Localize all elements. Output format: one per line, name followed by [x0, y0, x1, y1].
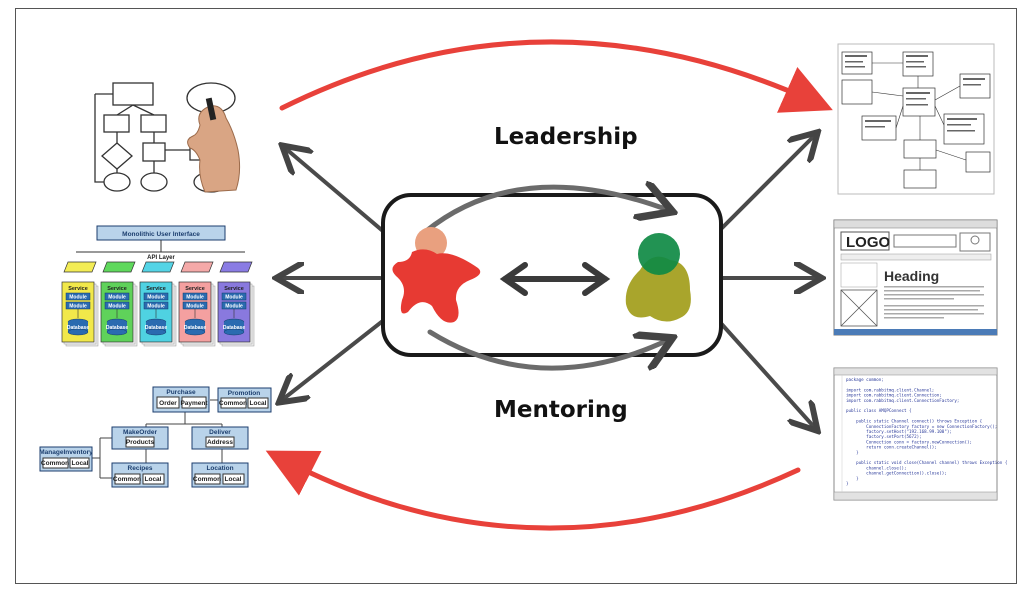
location-common-label: Common: [193, 476, 221, 483]
recipes-common-label: Common: [113, 476, 141, 483]
api-endpoint-5: [219, 261, 253, 273]
code-line: }: [846, 481, 849, 486]
module-label: Module: [69, 295, 87, 301]
database-label: Database: [184, 325, 206, 331]
code-line: import com.rabbitmq.client.Channel;: [846, 387, 934, 392]
database-label: Database: [145, 325, 167, 331]
payment-label: Payment: [180, 400, 208, 407]
code-line: channel.close();: [846, 465, 907, 470]
inner-arc-bottom: [427, 329, 668, 368]
inner-arc-top: [422, 187, 668, 235]
recipes-local-label: Local: [145, 476, 162, 483]
service-decomposition: Purchase Order Payment Promotion Common …: [39, 386, 272, 488]
database-label: Database: [223, 325, 245, 331]
double-arrow: [499, 262, 611, 296]
inventory-local-label: Local: [72, 460, 89, 467]
mentoring-label: Mentoring: [494, 397, 628, 423]
location-local-label: Local: [225, 476, 242, 483]
products-label: Products: [126, 439, 155, 446]
red-arc-top: [279, 39, 833, 113]
code-line: factory.setPort(5672);: [846, 434, 922, 439]
wireframe-heading: Heading: [884, 268, 939, 284]
service-label: Service: [146, 286, 166, 292]
code-line: import com.rabbitmq.client.Connection;: [846, 393, 942, 398]
makeorder-label: MakeOrder: [123, 429, 157, 436]
promotion-common-label: Common: [219, 400, 247, 407]
service-label: Service: [185, 286, 205, 292]
api-endpoint-2: [102, 261, 136, 273]
recipes-label: Recipes: [128, 465, 153, 472]
manageinventory-label: ManageInventory: [39, 449, 93, 456]
module-label: Module: [225, 304, 243, 310]
mentee-head: [638, 233, 680, 275]
mentee-figure: [625, 256, 691, 322]
code-line: package common;: [846, 377, 884, 382]
api-layer-label: API Layer: [147, 255, 175, 261]
service-label: Service: [107, 286, 127, 292]
purchase-label: Purchase: [166, 389, 196, 396]
code-line: return conn.createChannel();: [846, 445, 937, 450]
code-line: import com.rabbitmq.client.ConnectionFac…: [846, 398, 959, 403]
api-endpoint-1: [63, 261, 97, 273]
module-label: Module: [186, 295, 204, 301]
code-line: }: [846, 450, 859, 455]
location-label: Location: [206, 465, 233, 472]
database-label: Database: [67, 325, 89, 331]
module-label: Module: [69, 304, 87, 310]
code-line: Connection conn = factory.newConnection(…: [846, 439, 972, 444]
deliver-label: Deliver: [209, 429, 231, 436]
slide-frame: [15, 8, 1017, 584]
module-label: Module: [225, 295, 243, 301]
code-line: }: [846, 476, 859, 481]
code-line: factory.setHost("192.168.99.100");: [846, 429, 952, 434]
code-editor: package common; import com.rabbitmq.clien…: [833, 367, 1008, 501]
module-label: Module: [147, 304, 165, 310]
gray-arrows: [280, 135, 818, 428]
service-label: Service: [68, 286, 88, 292]
code-line: ConnectionFactory factory = new Connecti…: [846, 424, 997, 429]
red-arc-bottom: [265, 450, 801, 531]
module-label: Module: [186, 304, 204, 310]
wireframe-logo: LOGO: [846, 234, 890, 251]
code-line: public static void close(Channel channel…: [846, 460, 1008, 465]
leader-figure: [392, 249, 481, 323]
wireframe-mockup: LOGO Heading: [833, 219, 998, 336]
order-label: Order: [159, 400, 177, 407]
code-line: channel.getConnection().close();: [846, 471, 947, 476]
address-label: Address: [207, 439, 233, 446]
monolith-title: Monolithic User Interface: [122, 231, 200, 238]
hand-illustration: [187, 97, 241, 193]
api-endpoint-3: [141, 261, 175, 273]
class-diagram: [837, 43, 995, 195]
promotion-label: Promotion: [228, 390, 261, 397]
code-line: public static Channel connect() throws E…: [846, 419, 983, 424]
api-endpoint-4: [180, 261, 214, 273]
inventory-common-label: Common: [41, 460, 69, 467]
module-label: Module: [108, 304, 126, 310]
promotion-local-label: Local: [250, 400, 267, 407]
service-label: Service: [224, 286, 244, 292]
leadership-label: Leadership: [494, 124, 638, 150]
database-label: Database: [106, 325, 128, 331]
module-label: Module: [108, 295, 126, 301]
code-line: public class AMQPConnect {: [846, 408, 912, 413]
module-label: Module: [147, 295, 165, 301]
monolith-diagram: ServiceModuleModuleDatabaseServiceModule…: [61, 225, 255, 347]
